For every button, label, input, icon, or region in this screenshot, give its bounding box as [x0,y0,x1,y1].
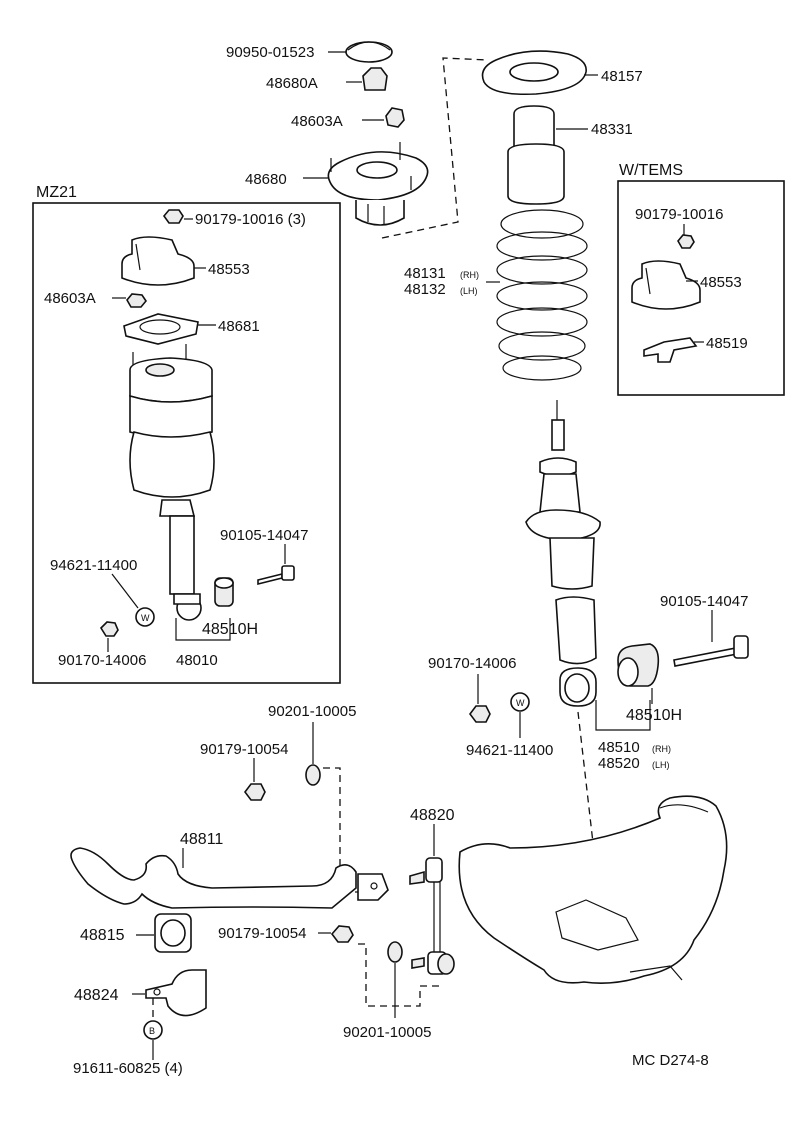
label-48603a-mz21: 48603A [44,290,96,307]
spring-seat-48157 [481,50,587,96]
cushion-90201-10005-top [305,764,321,786]
shock-absorber-48510-48520 [525,400,601,707]
svg-text:B: B [149,1026,155,1036]
label-48680a: 48680A [266,75,318,92]
svg-text:W: W [141,613,150,623]
label-48131: 48131 [404,265,446,282]
cover-48553-tems [631,260,701,310]
label-90179-10054-mid: 90179-10054 [218,925,306,942]
b-marker: B [143,1020,163,1040]
w-tems-box [617,180,785,396]
label-48010: 48010 [176,652,218,669]
bolt-90105-14047-mz21 [257,565,295,586]
stabilizer-link-48820 [409,857,455,975]
bracket-48824 [145,969,207,1017]
label-48510h-mz21: 48510H [202,621,258,638]
bushing-48510h-mz21 [214,577,234,607]
label-48820: 48820 [410,807,455,824]
upper-support-48680 [327,142,429,226]
label-90105-14047-mz21: 90105-14047 [220,527,308,544]
label-48132: 48132 [404,281,446,298]
label-48681: 48681 [218,318,260,335]
cover-48553-mz21 [121,236,195,286]
w-marker-right: W [510,692,530,712]
label-91611-60825: 91611-60825 (4) [73,1060,183,1077]
label-90170-14006-mz21: 90170-14006 [58,652,146,669]
label-94621-11400-mz21: 94621-11400 [50,557,137,574]
label-48510h-right: 48510H [626,707,682,724]
label-48132-side: (LH) [460,286,478,296]
label-90201-10005-bottom: 90201-10005 [343,1024,431,1041]
label-90179-10054-top: 90179-10054 [200,741,288,758]
label-90170-14006-right: 90170-14006 [428,655,516,672]
label-48510: 48510 [598,739,640,756]
label-90179-10016-tems: 90179-10016 [635,206,723,223]
w-tems-section-title: W/TEMS [619,162,683,179]
bolt-90105-14047-right [673,635,749,667]
label-90105-14047-right: 90105-14047 [660,593,748,610]
nut-90179-10016-tems [677,234,695,249]
label-48553-mz21: 48553 [208,261,250,278]
label-48603a-top: 48603A [291,113,343,130]
nut-90179-10054-top [244,783,266,801]
mz21-section-title: MZ21 [36,184,77,201]
mz21-box [32,202,341,684]
nut-90170-14006-right [469,705,491,723]
air-spring-assembly-48010 [129,344,215,621]
label-48824: 48824 [74,987,119,1004]
label-48811: 48811 [180,831,223,848]
w-marker-mz21: W [135,607,155,627]
nut-90170-14006-mz21 [99,621,119,637]
bracket-48519 [643,337,698,363]
label-48553-tems: 48553 [700,274,742,291]
dashed-leader-48680-48157 [381,57,489,239]
bump-stopper-48331 [507,105,565,205]
bushing-48510h-right [617,643,660,687]
stabilizer-bar-48811 [70,847,389,909]
label-48510-side: (RH) [652,744,671,754]
label-48331: 48331 [591,121,633,138]
label-48131-side: (RH) [460,270,479,280]
label-48815: 48815 [80,927,125,944]
stabilizer-bushing-48815 [154,913,192,953]
lower-control-arm [458,795,728,984]
nut-48603a-top [385,107,405,128]
gasket-48681 [123,313,199,345]
svg-text:W: W [516,698,525,708]
label-48680: 48680 [245,171,287,188]
coil-spring-48131-48132 [496,209,588,381]
label-94621-11400-right: 94621-11400 [466,742,553,759]
label-48520-side: (LH) [652,760,670,770]
label-90950-01523: 90950-01523 [226,44,314,61]
cap-90950-01523 [345,41,393,63]
label-48519: 48519 [706,335,748,352]
dashed-leader-stabilizer-bottom [358,943,440,1007]
nut-48603a-mz21 [126,293,147,308]
label-48520: 48520 [598,755,640,772]
nut-90179-10016-mz21 [162,209,184,224]
bushing-48680a [362,67,388,91]
label-48157: 48157 [601,68,643,85]
cushion-90201-10005-bottom [387,941,403,963]
label-90179-10016-mz21: 90179-10016 (3) [195,211,306,228]
reference-code: MC D274-8 [632,1052,709,1069]
label-90201-10005-top: 90201-10005 [268,703,356,720]
nut-90179-10054-mid [330,925,354,943]
